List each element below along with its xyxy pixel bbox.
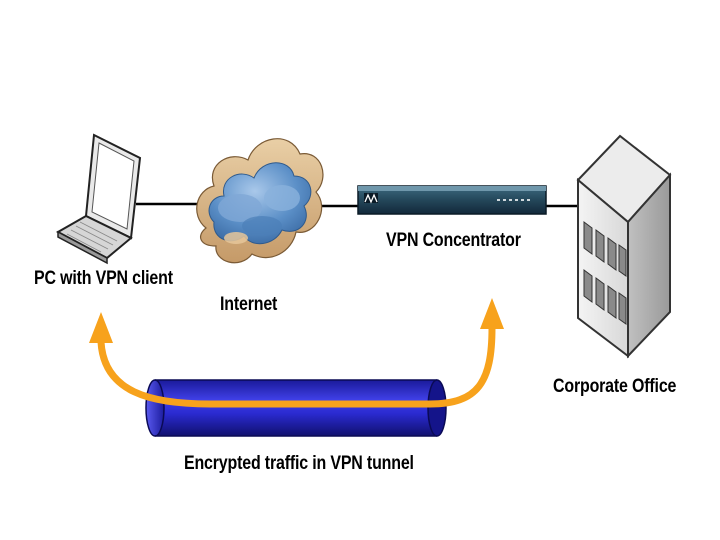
arrowhead-right [480,298,504,329]
laptop-icon [55,133,142,265]
cloud-icon [196,138,324,264]
office-building-icon [576,134,672,359]
traffic-arrow [89,298,504,408]
internet-label: Internet [220,294,278,315]
pc-label: PC with VPN client [34,268,173,289]
tunnel-label: Encrypted traffic in VPN tunnel [184,453,414,474]
corporate-office-label: Corporate Office [553,376,677,397]
tunnel-pipe-icon [145,379,447,437]
rack-device-icon [357,185,547,215]
vpn-concentrator-label: VPN Concentrator [386,230,521,251]
arrowhead-left [89,312,113,343]
